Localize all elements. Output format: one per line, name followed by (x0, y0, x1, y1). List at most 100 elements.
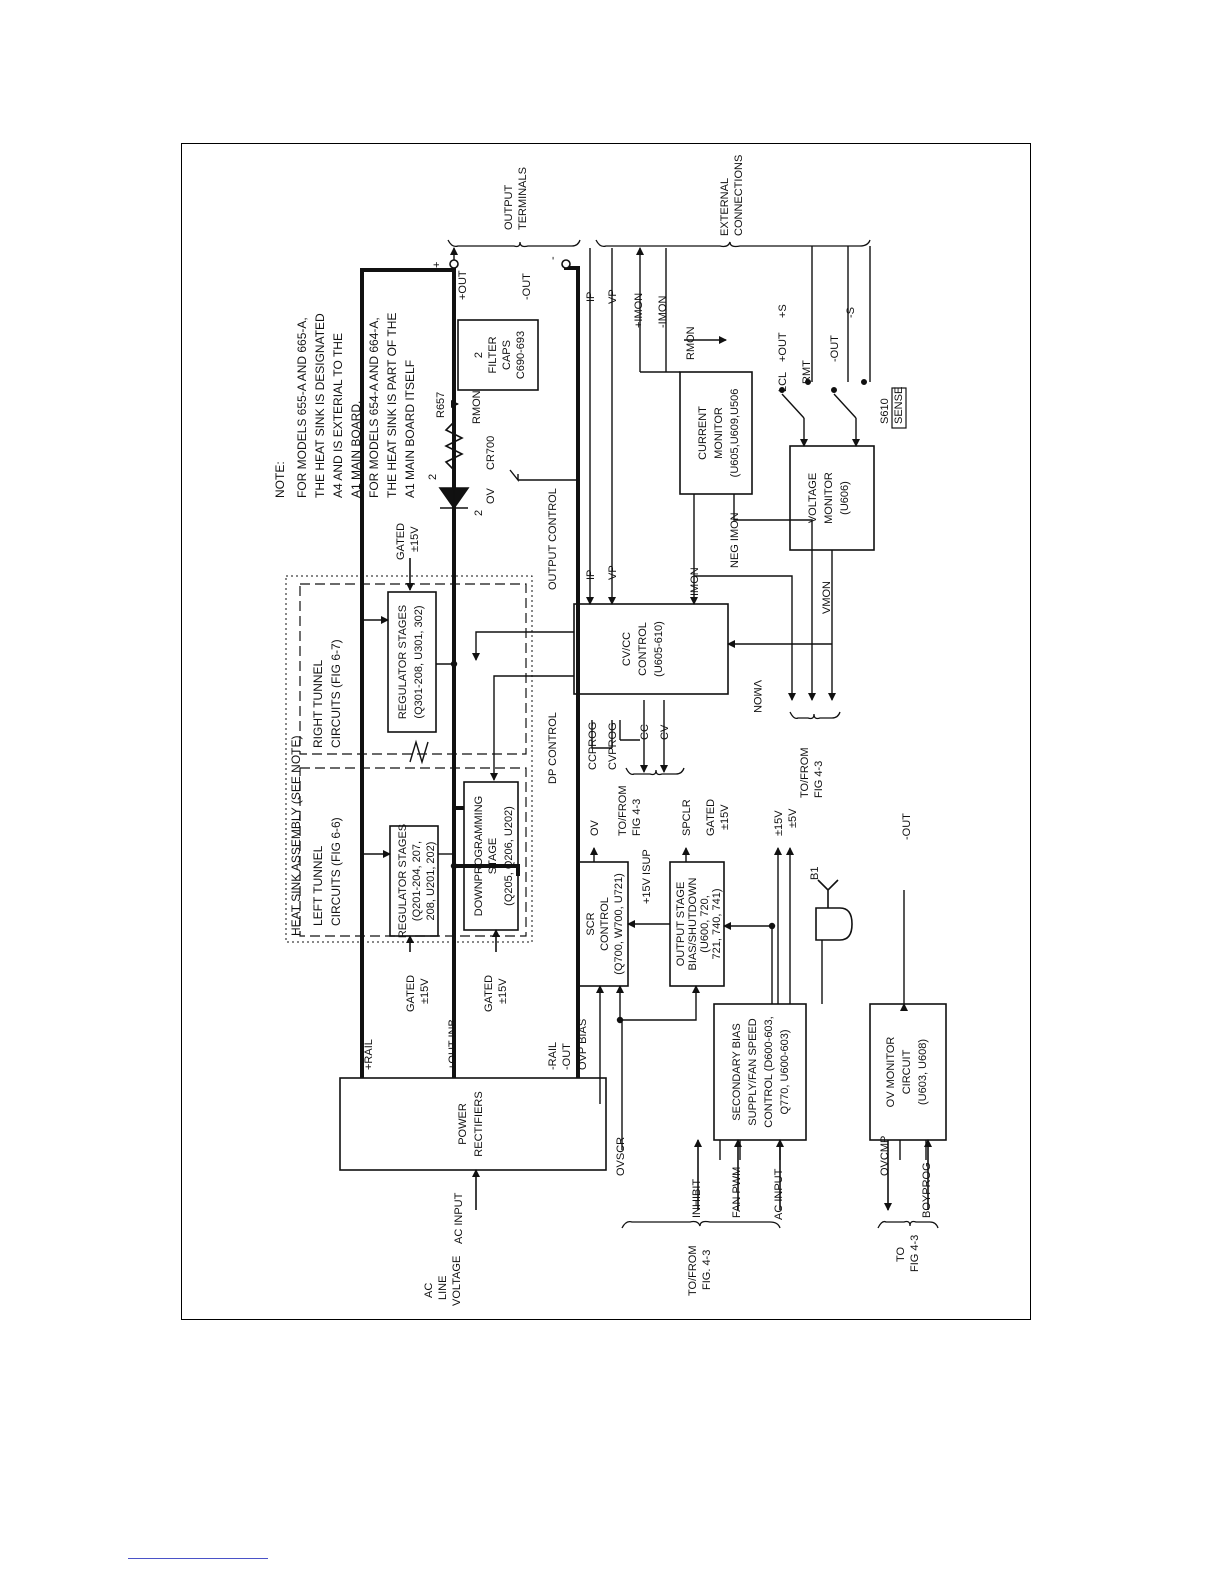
svg-text:-S: -S (845, 307, 857, 318)
svg-text:+15V ISUP: +15V ISUP (641, 849, 653, 904)
svg-text:BOYPROG: BOYPROG (921, 1162, 933, 1218)
svg-text:VP: VP (607, 565, 619, 580)
signal-labels: AC LINE VOLTAGE AC INPUT +RAIL GATED ±15… (363, 155, 933, 1306)
svg-text:RMON: RMON (471, 390, 483, 424)
r657-resistor (444, 421, 464, 471)
svg-text:OUTPUT CONTROL: OUTPUT CONTROL (547, 488, 559, 590)
svg-text:SECONDARY BIAS: SECONDARY BIAS (731, 1023, 743, 1120)
svg-text:VMON: VMON (751, 680, 763, 713)
svg-text:-OUT: -OUT (901, 813, 913, 840)
svg-text:+OUT: +OUT (777, 332, 789, 362)
svg-text:2: 2 (473, 510, 485, 516)
svg-text:OVSCR: OVSCR (615, 1137, 627, 1176)
svg-text:208, U201, 202): 208, U201, 202) (425, 842, 437, 921)
plus-terminal (449, 259, 459, 269)
svg-text:(Q205, Q206, U202): (Q205, Q206, U202) (503, 806, 515, 906)
svg-text:IMON: IMON (689, 567, 701, 596)
svg-text:±15V: ±15V (409, 526, 421, 552)
svg-text:CONTROL: CONTROL (637, 622, 649, 676)
reg-left-box (389, 825, 439, 937)
svg-text:INHIBIT: INHIBIT (691, 1179, 703, 1218)
svg-text:(U606): (U606) (839, 481, 851, 515)
svg-text:FILTER: FILTER (487, 336, 499, 373)
svg-text:STAGE: STAGE (487, 838, 499, 874)
svg-text:2: 2 (427, 474, 439, 480)
svg-text:LINE: LINE (437, 1276, 449, 1300)
svg-text:R657: R657 (435, 392, 447, 418)
svg-text:OV: OV (589, 819, 601, 836)
note-line: THE HEAT SINK IS PART OF THE (385, 313, 399, 498)
svg-text:MONITOR: MONITOR (823, 472, 835, 524)
svg-text:±15V: ±15V (719, 804, 731, 830)
svg-text:-OUT: -OUT (829, 335, 841, 362)
secondary-bias-box (713, 1003, 807, 1141)
right-tunnel-label: RIGHT TUNNEL (311, 659, 325, 748)
svg-text:-OUT: -OUT (521, 273, 533, 300)
svg-text:CR700: CR700 (485, 436, 497, 470)
svg-text:VP: VP (607, 289, 619, 304)
svg-text:DP CONTROL: DP CONTROL (547, 712, 559, 784)
svg-text:(U605-610): (U605-610) (653, 621, 665, 677)
svg-text:GATED: GATED (395, 523, 407, 560)
note-heading: NOTE: (273, 461, 287, 498)
svg-text:CC: CC (639, 724, 651, 740)
right-tunnel-label: CIRCUITS (FIG 6-7) (329, 639, 343, 748)
fan-icon (815, 879, 853, 941)
left-tunnel-label: LEFT TUNNEL (311, 845, 325, 926)
svg-text:(Q700, W700, U721): (Q700, W700, U721) (613, 873, 625, 975)
svg-text:OV: OV (485, 487, 497, 504)
svg-text:(U600, 720,: (U600, 720, (699, 895, 711, 952)
svg-text:±15V: ±15V (773, 810, 785, 836)
note-line: A1 MAIN BOARD. (349, 401, 363, 498)
note-line: FOR MODELS 654-A AND 664-A, (367, 317, 381, 498)
svg-text:±15V: ±15V (419, 978, 431, 1004)
svg-text:CV/CC: CV/CC (621, 632, 633, 666)
svg-text:NEG IMON: NEG IMON (729, 512, 741, 568)
svg-text:(U605,U609,U506: (U605,U609,U506 (729, 389, 741, 478)
svg-text:±5V: ±5V (787, 808, 799, 828)
svg-text:IP: IP (585, 570, 597, 580)
svg-text:FIG 4-3: FIG 4-3 (813, 761, 825, 798)
svg-text:FIG. 4-3: FIG. 4-3 (701, 1250, 713, 1290)
svg-text:+IMON: +IMON (633, 293, 645, 328)
svg-text:CVPROG: CVPROG (607, 722, 619, 770)
block-boxes (339, 319, 947, 1171)
svg-text:TO: TO (895, 1246, 907, 1262)
svg-text:+S: +S (777, 304, 789, 318)
svg-text:SCR: SCR (585, 912, 597, 935)
heat-sink-title: HEAT SINK ASSEMBLY (SEE NOTE) (289, 735, 303, 936)
svg-text:CIRCUIT: CIRCUIT (901, 1049, 913, 1094)
svg-text:OV MONITOR: OV MONITOR (885, 1037, 897, 1108)
svg-text:CONNECTIONS: CONNECTIONS (733, 155, 745, 236)
svg-text:+: + (431, 262, 443, 268)
svg-text:FIG 4-3: FIG 4-3 (631, 799, 643, 836)
svg-text:+OUT INB: +OUT INB (447, 1019, 459, 1070)
svg-text:(Q201-204, 207,: (Q201-204, 207, (411, 841, 423, 921)
svg-text:AC INPUT: AC INPUT (453, 1192, 465, 1244)
minus-terminal (561, 259, 571, 269)
svg-text:SPCLR: SPCLR (681, 799, 693, 836)
reg-right-box (387, 591, 437, 733)
svg-text:RMON: RMON (685, 326, 697, 360)
current-monitor-box (679, 371, 753, 495)
svg-text:CV: CV (659, 724, 671, 740)
thick-power-buses (360, 264, 580, 1078)
svg-text:CAPS: CAPS (501, 340, 513, 370)
block-labels: POWER RECTIFIERS REGULATOR STAGES (Q201-… (397, 331, 929, 1157)
svg-text:REGULATOR STAGES: REGULATOR STAGES (397, 824, 409, 938)
svg-text:Q770, U600-603): Q770, U600-603) (779, 1030, 791, 1115)
svg-text:-OUT: -OUT (561, 1043, 573, 1070)
note-line: A1 MAIN BOARD ITSELF (403, 360, 417, 498)
svg-text:OUTPUT: OUTPUT (503, 185, 515, 231)
svg-text:REGULATOR STAGES: REGULATOR STAGES (397, 605, 409, 719)
note-line: THE HEAT SINK IS DESIGNATED (313, 313, 327, 498)
svg-text:FAN PWM: FAN PWM (731, 1167, 743, 1218)
svg-text:721, 740, 741): 721, 740, 741) (711, 889, 723, 960)
thin-wires (362, 246, 927, 1160)
braces (447, 239, 939, 1229)
note-text: NOTE: FOR MODELS 655-A AND 665-A, THE HE… (273, 313, 417, 498)
svg-text:FIG 4-3: FIG 4-3 (909, 1235, 921, 1272)
power-rectifiers-label: RECTIFIERS (473, 1091, 485, 1156)
svg-text:TO/FROM: TO/FROM (617, 785, 629, 836)
